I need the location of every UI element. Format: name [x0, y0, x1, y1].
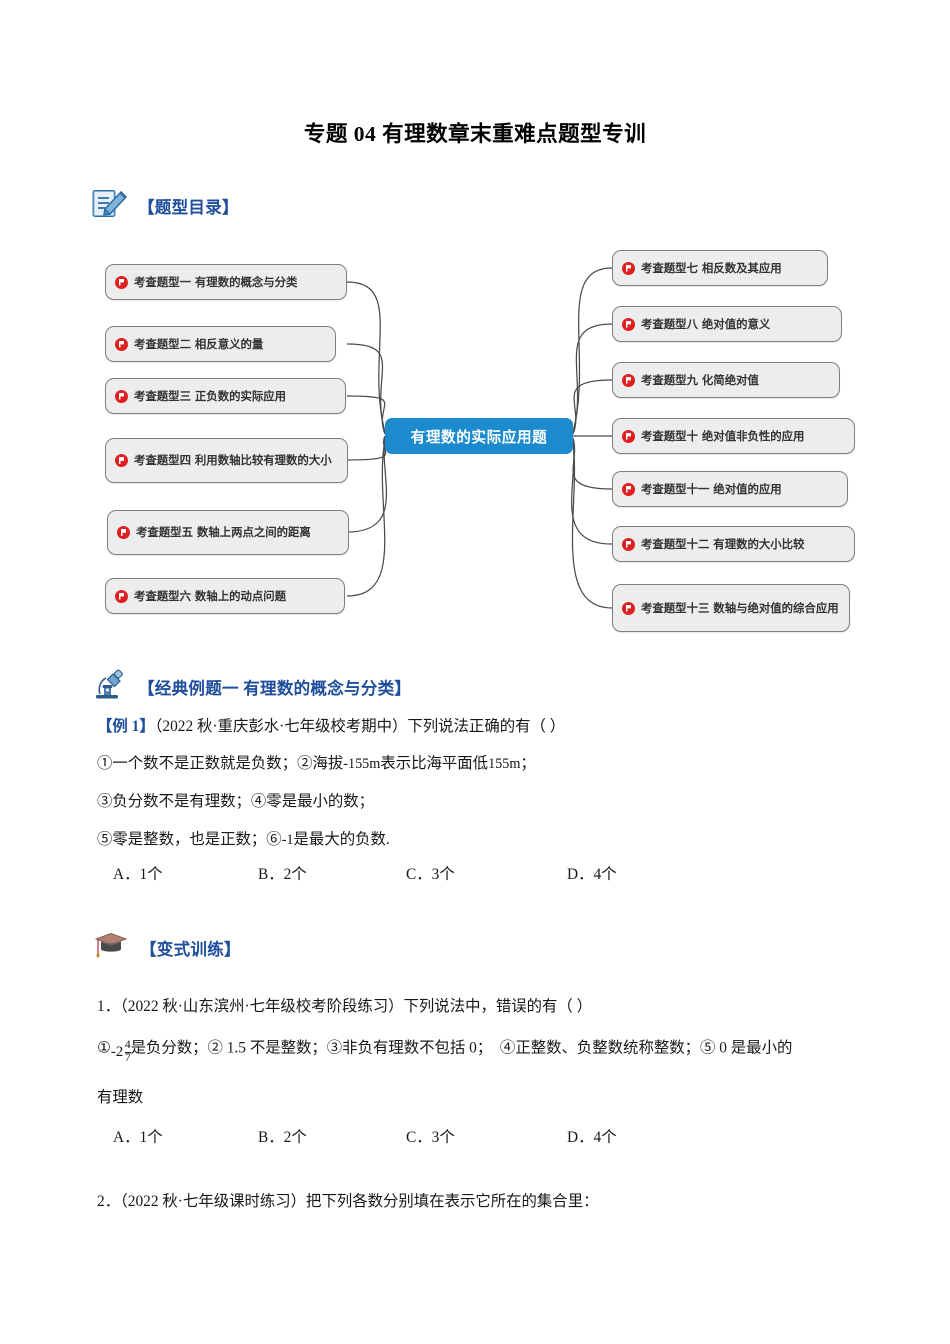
flag-bullet-icon [622, 317, 635, 331]
variant-q1-item-suffix: 是负分数；② 1.5 不是整数；③非负有理数不包括 0； ④正整数、负整数统称整… [130, 1039, 793, 1057]
example1-line1-math1: -155m [343, 756, 381, 772]
example1-line3-math: -1 [281, 832, 294, 848]
mindmap-node-label: 考查题型六 数轴上的动点问题 [134, 588, 287, 603]
microscope-icon [92, 668, 128, 705]
mindmap-node-label: 考查题型二 相反意义的量 [134, 336, 264, 351]
mindmap-center-label: 有理数的实际应用题 [410, 428, 548, 446]
flag-bullet-icon [622, 537, 635, 551]
section-header-catalog: 【题型目录】 [92, 187, 239, 224]
fraction-numerator: 4 [124, 1039, 131, 1051]
mindmap-node-right-2[interactable]: 考查题型八 绝对值的意义 [612, 306, 842, 342]
variant-q1-options: A．1个 B．2个 C．3个 D．4个 [113, 1125, 617, 1147]
mindmap-node-label: 考查题型八 绝对值的意义 [641, 316, 771, 331]
graduation-cap-icon [92, 930, 130, 965]
mindmap-node-label: 考查题型十三 数轴与绝对值的综合应用 [641, 600, 839, 615]
variant-q1-number: 1． [97, 998, 121, 1015]
mindmap-node-label: 考查题型七 相反数及其应用 [641, 260, 782, 275]
example1-line3-a: ⑤零是整数，也是正数；⑥ [97, 831, 282, 848]
mindmap: 考查题型一 有理数的概念与分类 考查题型二 相反意义的量 考查题型三 正负数的实… [85, 236, 875, 648]
variant-q1-statement-line-2: 有理数 [97, 1089, 144, 1106]
mindmap-node-label: 考查题型三 正负数的实际应用 [134, 388, 287, 403]
mindmap-connectors [346, 267, 613, 609]
flag-bullet-icon [622, 373, 635, 387]
mindmap-node-left-6[interactable]: 考查题型六 数轴上的动点问题 [105, 578, 345, 614]
mindmap-node-label: 考查题型十 绝对值非负性的应用 [641, 428, 805, 443]
mindmap-center-node[interactable]: 有理数的实际应用题 [385, 418, 573, 454]
example1-line1-a: ①一个数不是正数就是负数；②海拔 [97, 755, 344, 772]
example1-line1-math2: 155m [488, 756, 521, 772]
mindmap-node-left-3[interactable]: 考查题型三 正负数的实际应用 [105, 378, 346, 414]
example1-source-line: 【例 1】（2022 秋·重庆彭水·七年级校考期中）下列说法正确的有（ ） [97, 719, 565, 734]
flag-bullet-icon [115, 275, 128, 289]
flag-bullet-icon [115, 389, 128, 403]
section-header-variant: 【变式训练】 [92, 930, 241, 965]
example1-statement-line-1: ①一个数不是正数就是负数；②海拔-155m表示比海平面低155m； [97, 756, 536, 771]
section-label-catalog: 【题型目录】 [138, 197, 239, 217]
flag-bullet-icon [622, 601, 635, 615]
flag-bullet-icon [115, 589, 128, 603]
example1-tag: 【例 1】 [97, 718, 155, 735]
mindmap-node-label: 考查题型五 数轴上两点之间的距离 [136, 525, 311, 540]
variant-q2-source-line: 2．（2022 秋·七年级课时练习）把下列各数分别填在表示它所在的集合里： [97, 1194, 598, 1209]
mindmap-node-right-7[interactable]: 考查题型十三 数轴与绝对值的综合应用 [612, 584, 850, 632]
mindmap-node-label: 考查题型十二 有理数的大小比较 [641, 536, 805, 551]
example1-line3-c: 是最大的负数. [293, 831, 390, 848]
mindmap-node-left-5[interactable]: 考查题型五 数轴上两点之间的距离 [107, 510, 349, 555]
mindmap-node-left-1[interactable]: 考查题型一 有理数的概念与分类 [105, 264, 347, 300]
flag-bullet-icon [622, 429, 635, 443]
variant-q1-option-b[interactable]: B．2个 [258, 1129, 307, 1146]
fraction-whole: -2 [110, 1043, 124, 1060]
variant-q1-option-c[interactable]: C．3个 [406, 1129, 455, 1146]
variant-q1-source: （2022 秋·山东滨州·七年级校考阶段练习）下列说法中，错误的有（ ） [120, 998, 593, 1015]
example1-statement-line-2: ③负分数不是有理数；④零是最小的数； [97, 793, 375, 810]
example1-option-a[interactable]: A．1个 [113, 866, 163, 883]
notepad-pencil-icon [92, 187, 128, 224]
variant-q2-number: 2． [97, 1193, 121, 1210]
example1-option-c[interactable]: C．3个 [406, 866, 455, 883]
example1-line1-e: ； [520, 755, 536, 772]
example1-line1-c: 表示比海平面低 [380, 755, 489, 772]
mindmap-node-right-6[interactable]: 考查题型十二 有理数的大小比较 [612, 526, 855, 562]
mindmap-node-right-5[interactable]: 考查题型十一 绝对值的应用 [612, 471, 848, 507]
section-header-example: 【经典例题一 有理数的概念与分类】 [92, 668, 411, 705]
page-title: 专题 04 有理数章末重难点题型专训 [303, 122, 647, 146]
variant-q2-source: （2022 秋·七年级课时练习）把下列各数分别填在表示它所在的集合里： [120, 1193, 599, 1210]
mindmap-node-label: 考查题型十一 绝对值的应用 [641, 481, 782, 496]
mindmap-node-label: 考查题型一 有理数的概念与分类 [134, 274, 298, 289]
mindmap-node-right-1[interactable]: 考查题型七 相反数及其应用 [612, 250, 828, 286]
section-label-example: 【经典例题一 有理数的概念与分类】 [138, 678, 412, 698]
example1-option-b[interactable]: B．2个 [258, 866, 307, 883]
example1-source: （2022 秋·重庆彭水·七年级校考期中）下列说法正确的有（ ） [154, 718, 566, 735]
example1-statement-line-3: ⑤零是整数，也是正数；⑥-1是最大的负数. [97, 832, 390, 847]
example1-option-d[interactable]: D．4个 [567, 866, 617, 883]
mindmap-node-right-4[interactable]: 考查题型十 绝对值非负性的应用 [612, 418, 855, 454]
mindmap-node-right-3[interactable]: 考查题型九 化简绝对值 [612, 362, 840, 398]
mindmap-node-left-4[interactable]: 考查题型四 利用数轴比较有理数的大小 [105, 438, 348, 483]
mindmap-node-label: 考查题型九 化简绝对值 [641, 372, 759, 387]
mindmap-node-left-2[interactable]: 考查题型二 相反意义的量 [105, 326, 336, 362]
fraction-denominator: 7 [124, 1051, 131, 1064]
flag-bullet-icon [622, 261, 635, 275]
flag-bullet-icon [115, 337, 128, 351]
flag-bullet-icon [115, 454, 128, 467]
example1-options: A．1个 B．2个 C．3个 D．4个 [113, 862, 617, 884]
mindmap-node-label: 考查题型四 利用数轴比较有理数的大小 [134, 453, 332, 468]
variant-q1-option-d[interactable]: D．4个 [567, 1129, 617, 1146]
variant-q1-option-a[interactable]: A．1个 [113, 1129, 163, 1146]
flag-bullet-icon [622, 482, 635, 496]
variant-q1-item-prefix: ① [97, 1039, 111, 1057]
section-label-variant: 【变式训练】 [140, 939, 241, 959]
flag-bullet-icon [117, 526, 130, 539]
variant-q1-source-line: 1．（2022 秋·山东滨州·七年级校考阶段练习）下列说法中，错误的有（ ） [97, 999, 592, 1014]
